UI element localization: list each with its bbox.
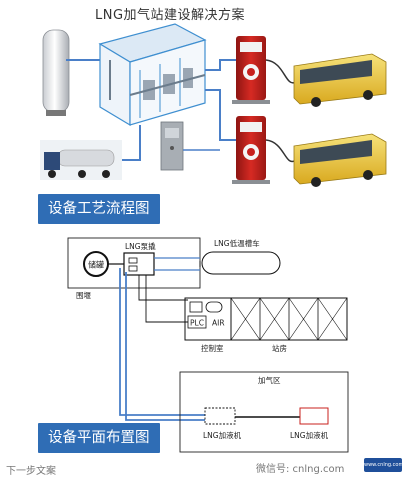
dispenser-2-label: LNG加液机: [290, 430, 329, 440]
process-flow-banner: 设备工艺流程图: [38, 194, 160, 224]
page-title: LNG加气站建设解决方案: [95, 8, 246, 23]
pump-skid-symbol: [123, 252, 155, 276]
tank-label: 储罐: [88, 260, 104, 270]
fueling-area-boundary: [179, 371, 349, 453]
dispenser-illustration-2: [232, 116, 270, 184]
dispenser-1-label: LNG加液机: [203, 430, 242, 440]
air-tank-symbol: [205, 301, 223, 313]
layout-plan-banner: 设备平面布置图: [38, 423, 160, 453]
pump-symbol-b: [128, 265, 138, 272]
pump-skid-label: LNG泵撬: [125, 241, 156, 251]
logo-text: www.cnlng.com: [364, 462, 404, 468]
dispenser-symbol-1: [204, 407, 236, 425]
trailer-label: LNG低温槽车: [214, 238, 260, 248]
watermark-right: 微信号: cnlng.com: [256, 464, 345, 475]
dispenser-illustration-1: [232, 36, 270, 104]
bus-illustration-1: [293, 53, 387, 107]
watermark-left: 下一步文案: [6, 466, 56, 477]
pump-skid-illustration: [98, 23, 207, 127]
logo-badge: www.cnlng.com: [364, 458, 404, 472]
dispenser-symbol-2: [299, 407, 329, 425]
control-cabinet-illustration: [160, 121, 184, 171]
cabinet-symbol: [189, 301, 203, 313]
trailer-symbol: [201, 251, 281, 275]
control-room-label: 控制室: [201, 343, 224, 353]
fueling-area-label: 加气区: [258, 375, 281, 385]
station-house-label: 站房: [272, 343, 287, 353]
pump-symbol-a: [128, 257, 138, 264]
air-label: AIR: [212, 319, 225, 328]
bus-illustration-2: [293, 133, 387, 187]
plc-label: PLC: [190, 319, 204, 328]
dike-label: 围堰: [76, 290, 91, 300]
storage-tank-illustration: [42, 29, 100, 116]
tanker-truck-illustration: [40, 140, 122, 180]
